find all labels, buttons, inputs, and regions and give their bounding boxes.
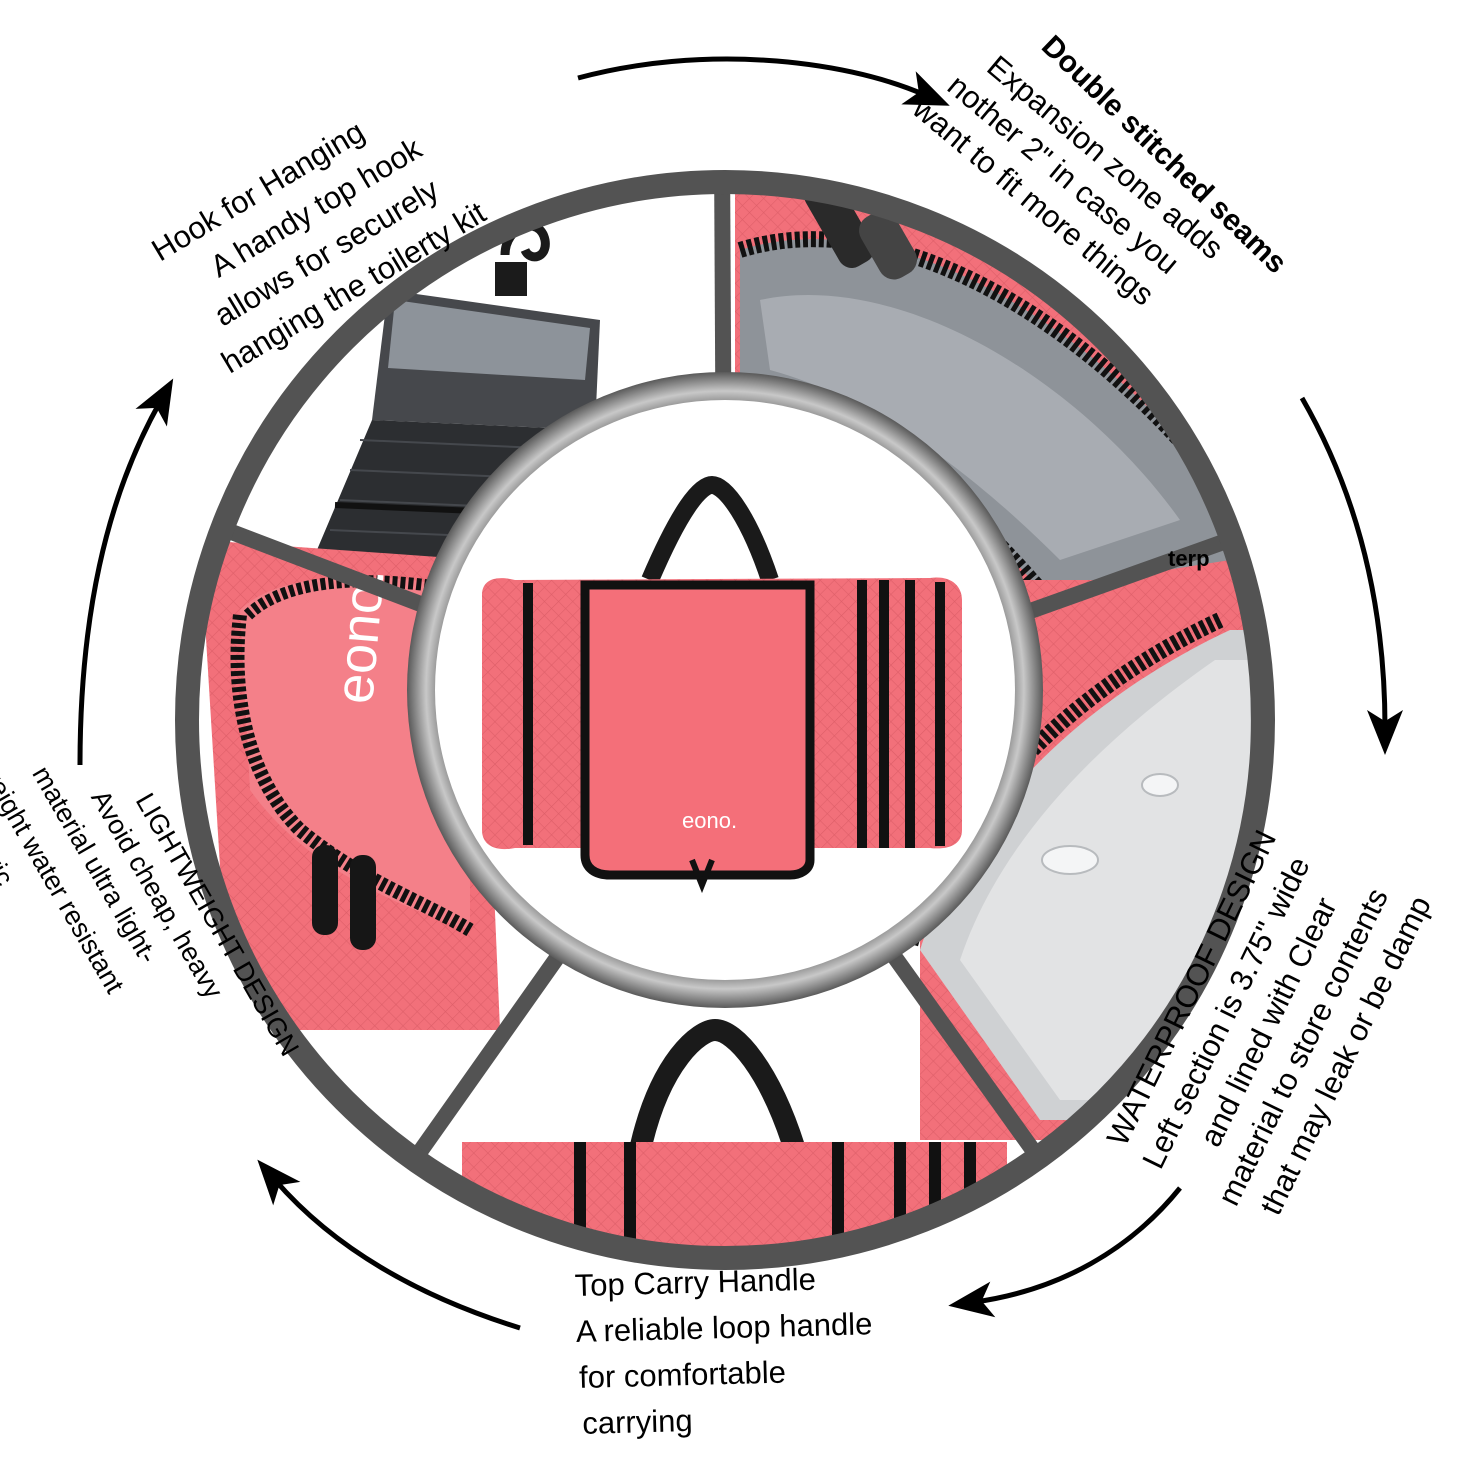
outer-ring [175, 170, 1275, 1270]
feature-handle: Top Carry Handle A reliable loop handle … [574, 1262, 872, 1441]
photo-text-fragment: terp [1168, 546, 1210, 571]
center-photo: eono. [407, 372, 1043, 1008]
feature-handle-line: A reliable loop handle [575, 1306, 872, 1349]
arrow-left [77, 378, 174, 766]
brand-logo: eono. [682, 808, 737, 833]
feature-handle-title: Top Carry Handle [574, 1262, 816, 1303]
arrow-bottom-left [257, 1159, 521, 1331]
feature-handle-line: for comfortable [579, 1355, 787, 1395]
arrow-bottom-right [948, 1186, 1182, 1318]
arrow-right [1299, 396, 1403, 755]
feature-handle-line: carrying [582, 1403, 693, 1441]
cycle-arrows [77, 56, 1403, 1331]
arrow-top [577, 56, 950, 106]
